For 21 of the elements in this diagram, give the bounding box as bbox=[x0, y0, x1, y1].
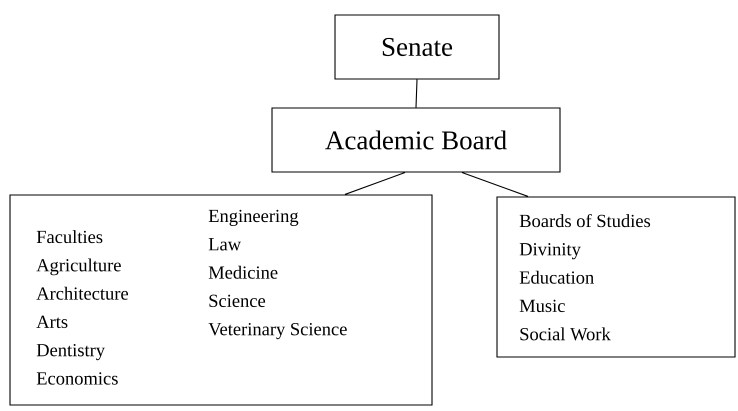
list-item: Divinity bbox=[520, 243, 581, 260]
connector-line bbox=[462, 172, 528, 197]
list-item: Agriculture bbox=[36, 258, 121, 276]
list-item: Dentistry bbox=[36, 344, 105, 360]
list-item: Education bbox=[520, 270, 594, 284]
list-item: Science bbox=[209, 294, 266, 308]
org-box: Academic Board bbox=[271, 107, 561, 173]
connector-line bbox=[344, 172, 406, 195]
list-heading: Boards of Studies bbox=[520, 214, 650, 228]
list-item: Law bbox=[208, 238, 241, 250]
connector-line bbox=[415, 80, 418, 108]
list-item: Social Work bbox=[520, 327, 611, 340]
list-item: Veterinary Science bbox=[208, 322, 347, 340]
list-item: Architecture bbox=[36, 286, 128, 300]
list-item: Engineering bbox=[208, 210, 298, 226]
list-item: Economics bbox=[36, 372, 118, 385]
org-box: Senate bbox=[334, 14, 500, 80]
list-item: Arts bbox=[36, 316, 68, 328]
list-item: Music bbox=[520, 300, 565, 312]
list-heading: Faculties bbox=[36, 230, 102, 244]
list-item: Medicine bbox=[208, 266, 278, 279]
